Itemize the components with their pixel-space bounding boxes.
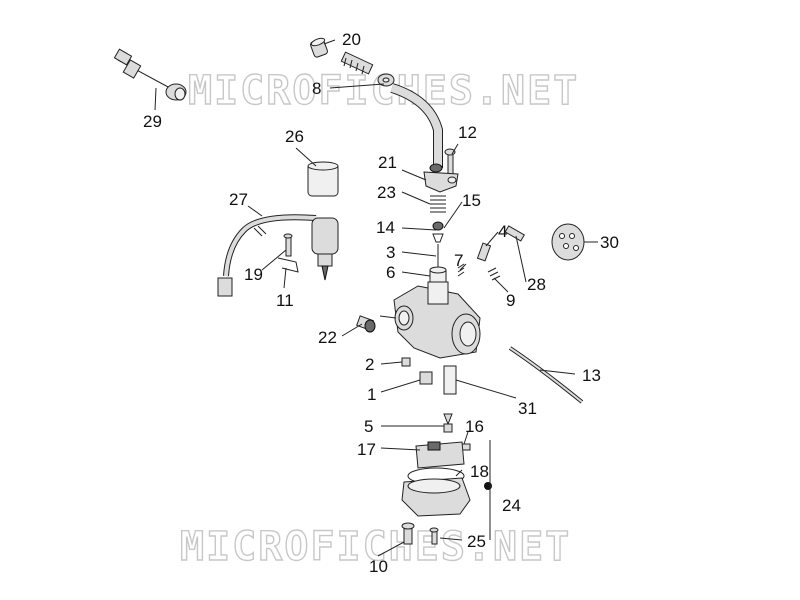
part-27-wire-and-connector: [217, 214, 317, 297]
callout-24: 24: [502, 496, 521, 515]
callout-13: 13: [582, 366, 601, 385]
callout-22: 22: [318, 328, 337, 347]
part-21-cover: [423, 163, 459, 193]
part-9-spring: [487, 267, 501, 281]
callout-18: 18: [470, 462, 489, 481]
callout-15: 15: [462, 191, 481, 210]
part-23-spring: [430, 195, 446, 213]
part-30-diaphragm-cover: [551, 223, 585, 261]
callout-25: 25: [467, 532, 486, 551]
part-10-screw: [401, 522, 415, 545]
part-7-spring: [457, 263, 465, 277]
callout-16: 16: [465, 417, 484, 436]
callout-31: 31: [518, 399, 537, 418]
leader-lines: [154, 39, 598, 557]
callout-2: 2: [365, 355, 374, 374]
part-28-screw: [504, 225, 525, 242]
callout-11: 11: [276, 291, 294, 310]
part-26-cover-cap: [307, 161, 339, 197]
callout-19: 19: [244, 265, 263, 284]
callout-26: 26: [285, 127, 304, 146]
part-12-screw: [444, 148, 456, 175]
callout-14: 14: [376, 218, 395, 237]
part-31-emulsion-tube: [443, 365, 517, 399]
part-27-choke-body: [311, 217, 339, 281]
callout-20: 20: [342, 30, 361, 49]
callout-1: 1: [367, 385, 376, 404]
callout-28: 28: [527, 275, 546, 294]
carburetor-body: [379, 281, 481, 359]
callout-23: 23: [377, 183, 396, 202]
part-14-clip: [432, 221, 444, 243]
part-29-cable-adjuster: [113, 48, 187, 101]
part-13-hose: [508, 346, 584, 404]
part-2-jet: [401, 357, 411, 367]
part-24-float-bowl: [401, 477, 471, 517]
part-11-bracket: [277, 257, 299, 273]
part-17-float: [415, 441, 465, 469]
callout-27: 27: [229, 190, 248, 209]
callout-4: 4: [498, 222, 507, 241]
callout-12: 12: [458, 123, 477, 142]
callout-labels: 20 8 29 12 26 21 23 15 27 14 4 30 3 7 6 …: [143, 30, 619, 576]
part-20-cap: [310, 37, 328, 58]
callout-17: 17: [357, 440, 376, 459]
callout-5: 5: [364, 417, 373, 436]
callout-3: 3: [386, 243, 395, 262]
callout-29: 29: [143, 112, 162, 131]
callout-9: 9: [506, 291, 515, 310]
part-19-screw: [283, 233, 293, 257]
callout-21: 21: [378, 153, 397, 172]
callout-6: 6: [386, 263, 395, 282]
part-8-adjuster-screw: [340, 51, 395, 87]
callout-30: 30: [600, 233, 619, 252]
callout-8: 8: [312, 79, 321, 98]
callout-7: 7: [454, 251, 463, 270]
part-4-screw: [476, 242, 492, 262]
part-22-screw: [356, 315, 376, 333]
watermark-bottom: MICROFICHES.NET: [180, 524, 571, 570]
callout-10: 10: [369, 557, 388, 576]
part-5-float-needle: [443, 413, 453, 433]
part-25-screw: [429, 527, 439, 545]
part-8-hose: [390, 83, 443, 168]
part-1-jet: [419, 371, 433, 385]
